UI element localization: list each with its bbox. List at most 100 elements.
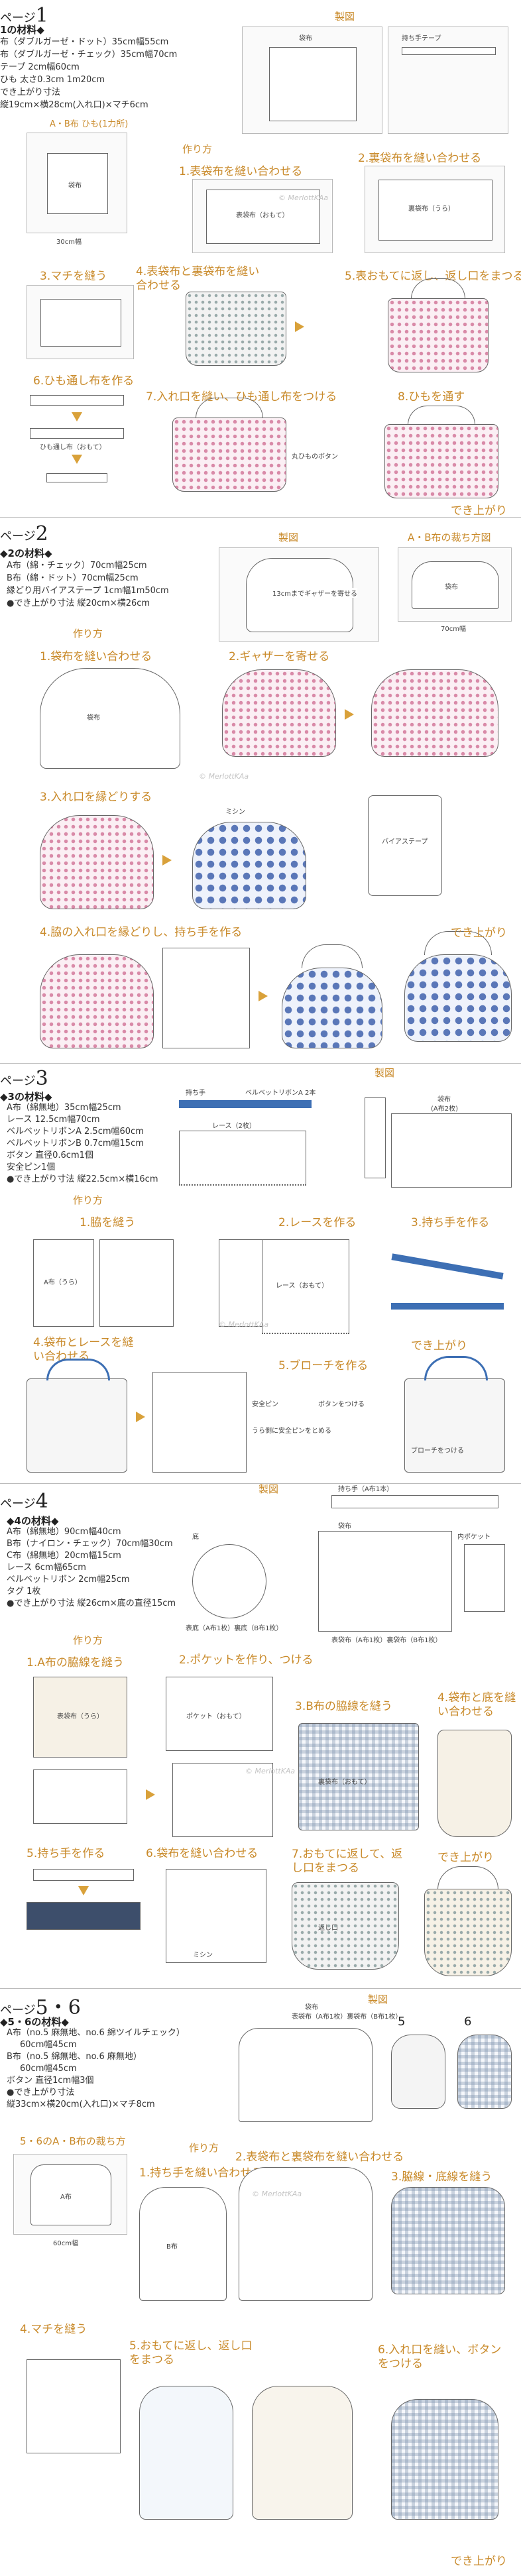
section2-ab-piece bbox=[412, 561, 499, 609]
section4-step4-bag bbox=[437, 1730, 512, 1837]
section5-fukuro: 袋布 bbox=[305, 2004, 318, 2011]
section2-step2-bag bbox=[222, 669, 336, 757]
section3-fukuro-rect bbox=[391, 1113, 512, 1188]
section3-seisu: 製図 bbox=[375, 1067, 395, 1079]
section2-ab-layout: 袋布 bbox=[398, 547, 512, 622]
section5-step-3: 3.脇線・底線を縫う bbox=[391, 2170, 492, 2184]
section5-step5-bag-b bbox=[252, 2386, 353, 2520]
section3-material-3: ベルベットリボンA 2.5cm幅60cm bbox=[7, 1127, 144, 1137]
section2-step2-bag-b bbox=[371, 669, 498, 757]
section5-num6: 6 bbox=[464, 2015, 472, 2029]
section5-step-1: 1.持ち手を縫い合わせる bbox=[139, 2166, 263, 2180]
section5-title: ページ5・6 bbox=[0, 1991, 81, 2020]
section4-step5-strap bbox=[27, 1902, 141, 1930]
section4-material-1: A布（綿無地）90cm幅40cm bbox=[7, 1527, 121, 1537]
section4-step-6: 6.袋布を縫い合わせる bbox=[146, 1847, 259, 1860]
section1-step2-panel bbox=[378, 180, 492, 241]
section1-ab-bag-piece bbox=[47, 153, 108, 214]
section5-seisu: 製図 bbox=[368, 1993, 388, 2005]
section3-mochite: 持ち手 bbox=[186, 1090, 205, 1097]
section4-fukuro-rect bbox=[318, 1531, 452, 1632]
section3-title: ページ3 bbox=[0, 1067, 48, 1090]
section3-done-handle bbox=[424, 1356, 488, 1380]
section3-material-2: レース 12.5cm幅70cm bbox=[7, 1115, 100, 1125]
section4-prefix: ページ bbox=[0, 1497, 36, 1511]
section2-step3-detail: バイアステープ bbox=[368, 795, 442, 896]
section1-pattern-bag bbox=[269, 47, 357, 121]
section1-step4-bag bbox=[186, 292, 286, 366]
section3-ribbon: ベルベットリボンA 2本 bbox=[245, 1090, 316, 1097]
watermark-5: © MerlottKAa bbox=[252, 2190, 302, 2198]
section4-step1-caption: 表袋布（うら） bbox=[57, 1713, 103, 1720]
section5-model5 bbox=[391, 2035, 445, 2109]
section3-material-1: A布（綿無地）35cm幅25cm bbox=[7, 1103, 121, 1113]
section1-step6-strip bbox=[30, 395, 124, 406]
section1-step-2: 2.裏袋布を縫い合わせる bbox=[358, 152, 482, 165]
section4-step2-caption: ポケット（おもて） bbox=[186, 1713, 246, 1720]
section4-step-7: 7.おもてに返して、返し口をまつる bbox=[292, 1848, 403, 1875]
section5-step-5: 5.おもてに返し、返し口をまつる bbox=[129, 2339, 253, 2367]
section5-material-head: ◆5・6の材料◆ bbox=[0, 2016, 69, 2028]
section1-ab-width: 30cm幅 bbox=[56, 239, 82, 246]
section2-title: ページ2 bbox=[0, 522, 48, 545]
section4-kaeshi: 返し口 bbox=[318, 1925, 338, 1932]
section1-step-8: 8.ひもを通す bbox=[398, 390, 465, 404]
section1-material-2: 布（ダブルガーゼ・チェック）35cm幅70cm bbox=[0, 50, 178, 60]
section2-step3-bag-b bbox=[192, 822, 306, 909]
section2-ab-width: 70cm幅 bbox=[441, 626, 466, 633]
section5-material-5: ボタン 直径1cm幅3個 bbox=[7, 2076, 94, 2086]
section1-step1-caption: 表袋布（おもて） bbox=[236, 212, 289, 219]
section3-step1-piece: A布（うら） bbox=[33, 1239, 94, 1327]
section1-strap-bar bbox=[402, 47, 496, 55]
section4-soko: 底 bbox=[192, 1534, 199, 1541]
section3-tsukurikata: 作り方 bbox=[73, 1194, 103, 1206]
section4-done-bag bbox=[424, 1889, 512, 1976]
watermark-1: © MerlottKAa bbox=[278, 194, 329, 202]
section5-step-6: 6.入れ口を縫い、ボタンをつける bbox=[378, 2343, 502, 2371]
section3-lace: レース（2枚） bbox=[212, 1123, 256, 1130]
section1-step-5: 5.表おもてに返し、返し口をまつる bbox=[345, 270, 521, 283]
section3-lace-rect bbox=[179, 1131, 306, 1186]
section3-prefix: ページ bbox=[0, 1074, 36, 1088]
section1-title: ページ1 bbox=[0, 4, 48, 27]
section4-fukuro-n: 表袋布（A布1枚）裏袋布（B布1枚） bbox=[331, 1637, 442, 1644]
section2-step4-bag bbox=[40, 954, 154, 1048]
section2-arrow-1 bbox=[345, 709, 354, 720]
section4-number: 4 bbox=[35, 1490, 48, 1513]
section2-gather-caption: 13cmまでギャザーを寄せる bbox=[272, 588, 357, 598]
section4-mochite-bar bbox=[331, 1495, 498, 1508]
section2-step-4: 4.脇の入れ口を縁どりし、持ち手を作る bbox=[40, 926, 243, 939]
section5-done: でき上がり bbox=[451, 2555, 507, 2568]
section2-material-head: ◆2の材料◆ bbox=[0, 547, 52, 559]
section1-material-4: でき上がり寸法 bbox=[0, 87, 61, 97]
section3-step1-caption: A布（うら） bbox=[44, 1279, 82, 1286]
section2-done-bag bbox=[404, 954, 512, 1042]
section3-step3-ribbon2 bbox=[391, 1303, 504, 1310]
section1-step1-panel bbox=[206, 190, 320, 244]
section1-step-7: 7.入れ口を縫い、ひも通し布をつける bbox=[146, 390, 337, 404]
section1-arrow-down-1 bbox=[72, 412, 82, 421]
section1-arrow-1 bbox=[295, 321, 304, 332]
section1-step-4: 4.表袋布と裏袋布を縫い合わせる bbox=[136, 265, 260, 292]
section3-step3-ribbon bbox=[391, 1253, 504, 1280]
section4-material-head: ◆4の材料◆ bbox=[7, 1515, 59, 1527]
divider-4 bbox=[0, 1988, 521, 1989]
section4-step3-caption: 裏袋布（おもて） bbox=[318, 1779, 371, 1786]
section5-step6-bag bbox=[391, 2399, 498, 2520]
section5-ab-a: A布 bbox=[60, 2194, 72, 2201]
section1-step6-strip2 bbox=[30, 428, 124, 439]
section4-material-5: ベルベットリボン 2cm幅25cm bbox=[7, 1575, 130, 1585]
watermark-3: © MerlottKAa bbox=[219, 1320, 269, 1329]
section1-tsukurikata: 作り方 bbox=[182, 143, 213, 155]
section3-step-3: 3.持ち手を作る bbox=[411, 1216, 490, 1229]
section4-step3-bag bbox=[298, 1723, 419, 1830]
divider-3 bbox=[0, 1483, 521, 1484]
section3-brooch: ブローチをつける bbox=[411, 1447, 464, 1455]
section1-pattern-drawing: 袋布 bbox=[242, 27, 382, 134]
section1-ab-title: A・B布 ひも(1力所) bbox=[50, 119, 129, 129]
section4-material-3: C布（綿無地）20cm幅15cm bbox=[7, 1551, 121, 1561]
section1-strap-label: 持ち手テープ bbox=[402, 35, 441, 42]
section4-seisu: 製図 bbox=[259, 1483, 279, 1495]
section4-mochite: 持ち手（A布1本） bbox=[338, 1486, 394, 1493]
section3-number: 3 bbox=[35, 1067, 48, 1090]
